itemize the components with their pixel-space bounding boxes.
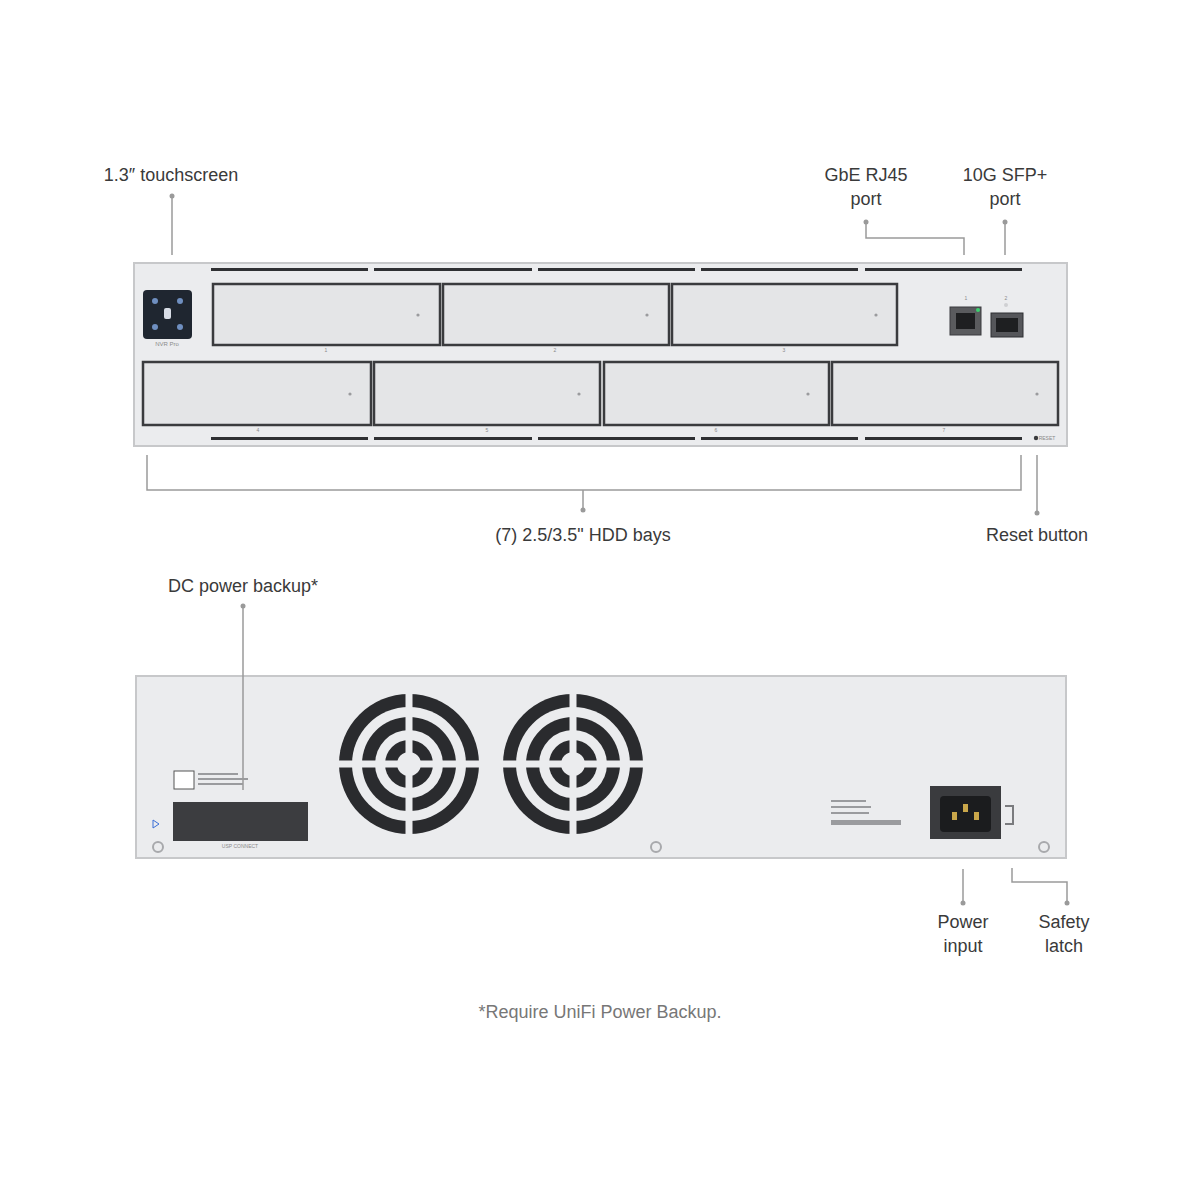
screws xyxy=(153,842,1049,852)
port-led xyxy=(1004,303,1008,307)
port-led xyxy=(976,308,980,312)
bay-number: 2 xyxy=(554,348,557,353)
hdd-bays xyxy=(143,284,1058,425)
callout-label: Reset button xyxy=(986,523,1088,547)
dc-cover xyxy=(173,802,308,841)
safety-latch xyxy=(1005,806,1013,824)
leader-dots xyxy=(170,194,1070,906)
callout-label: (7) 2.5/3.5" HDD bays xyxy=(495,523,670,547)
sfp-cage xyxy=(996,318,1018,332)
fans xyxy=(339,694,643,834)
iec-inlet xyxy=(940,796,991,832)
callout-label: DC power backup* xyxy=(168,574,318,598)
rj45-socket xyxy=(956,313,975,329)
screen-icons xyxy=(152,298,183,330)
button-marking: RESET xyxy=(1039,436,1056,441)
rear-panel xyxy=(136,676,1066,858)
bay-leds xyxy=(348,313,1038,395)
front-panel xyxy=(134,263,1067,446)
qr-code xyxy=(174,771,194,789)
port-number: 1 xyxy=(965,296,968,301)
bay-number: 5 xyxy=(486,428,489,433)
callout-label: GbE RJ45 port xyxy=(816,163,916,212)
port-marking: USP CONNECT xyxy=(222,844,258,849)
callout-label: 10G SFP+ port xyxy=(955,163,1055,212)
bay-number: 3 xyxy=(783,348,786,353)
footnote: *Require UniFi Power Backup. xyxy=(478,1000,721,1024)
leader-lines xyxy=(147,196,1067,903)
callout-label: Safety latch xyxy=(1027,910,1102,959)
sfp-port xyxy=(991,313,1023,337)
bay-number: 7 xyxy=(943,428,946,433)
power-socket xyxy=(930,786,1001,839)
reset-hole xyxy=(1034,436,1038,440)
callout-label: 1.3″ touchscreen xyxy=(104,163,238,187)
bay-number: 4 xyxy=(257,428,260,433)
touchscreen xyxy=(143,290,192,339)
callout-label: Power input xyxy=(928,910,998,959)
port-number: 2 xyxy=(1005,296,1008,301)
pins xyxy=(952,804,979,820)
rj45-port xyxy=(950,307,981,335)
arrow-mark xyxy=(153,820,159,828)
bay-number: 1 xyxy=(325,348,328,353)
bay-number: 6 xyxy=(715,428,718,433)
model-name: NVR Pro xyxy=(155,341,179,347)
